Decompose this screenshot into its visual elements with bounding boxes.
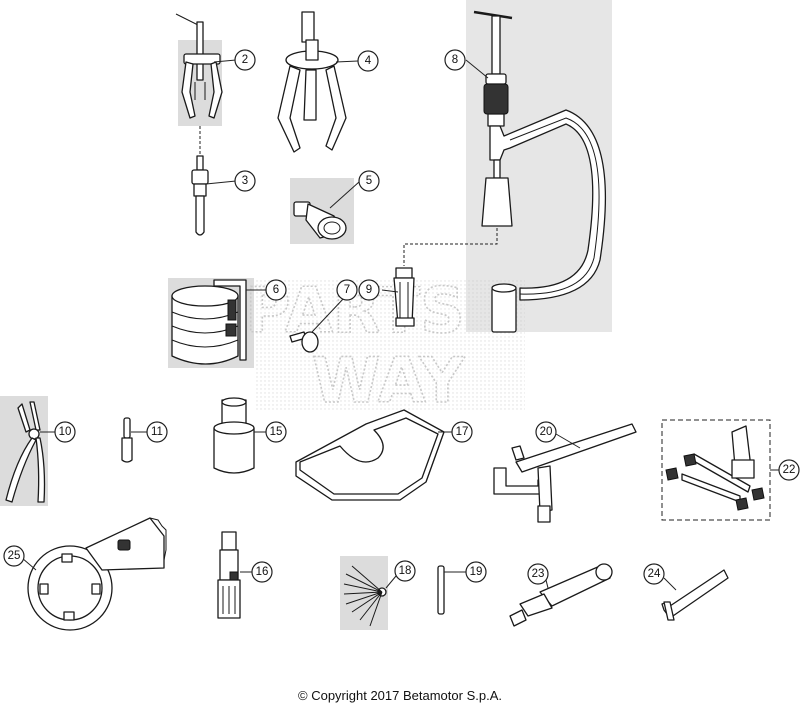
copyright-text: © Copyright 2017 Betamotor S.p.A. — [298, 688, 502, 703]
hex-driver-16 — [217, 531, 241, 619]
callout-8: 8 — [444, 49, 466, 71]
svg-text:4: 4 — [365, 55, 372, 67]
ring-nut-wrench-25 — [27, 517, 167, 631]
holding-tool-20 — [493, 423, 637, 523]
callout-7: 7 — [336, 279, 358, 301]
callout-23: 23 — [527, 563, 549, 585]
three-jaw-puller-4 — [277, 11, 347, 153]
callout-19: 19 — [465, 561, 487, 583]
svg-text:11: 11 — [151, 426, 163, 438]
svg-text:23: 23 — [532, 568, 545, 580]
handle-tool-23 — [509, 563, 613, 627]
callout-16: 16 — [251, 561, 273, 583]
svg-text:2: 2 — [242, 54, 248, 66]
callout-18: 18 — [394, 560, 416, 582]
svg-text:3: 3 — [242, 175, 248, 187]
callout-9: 9 — [358, 279, 380, 301]
svg-text:22: 22 — [783, 464, 796, 476]
callout-4: 4 — [357, 50, 379, 72]
callout-17: 17 — [451, 421, 473, 443]
callout-2: 2 — [234, 49, 256, 71]
svg-text:17: 17 — [456, 426, 469, 438]
svg-text:25: 25 — [8, 550, 21, 562]
callout-20: 20 — [535, 421, 557, 443]
cage-adapter-9 — [393, 267, 415, 327]
callout-25: 25 — [3, 545, 25, 567]
extractor-kit-22 — [661, 419, 771, 521]
svg-text:6: 6 — [273, 284, 279, 296]
svg-text:19: 19 — [470, 566, 483, 578]
pin-19 — [437, 565, 445, 615]
svg-text:16: 16 — [256, 566, 269, 578]
svg-text:24: 24 — [648, 568, 661, 580]
adapter-5 — [293, 201, 347, 240]
callout-24: 24 — [643, 563, 665, 585]
svg-text:20: 20 — [540, 426, 553, 438]
svg-text:9: 9 — [366, 284, 372, 296]
ring-compressor-6 — [171, 279, 247, 365]
c-clamp-8 — [403, 10, 607, 333]
svg-text:10: 10 — [59, 426, 72, 438]
svg-text:7: 7 — [344, 284, 350, 296]
hex-key-24 — [661, 569, 729, 621]
feeler-gauge-18 — [343, 565, 387, 627]
callout-3: 3 — [234, 170, 256, 192]
callout-22: 22 — [778, 459, 800, 481]
callout-10: 10 — [54, 421, 76, 443]
svg-text:8: 8 — [452, 54, 458, 66]
callout-6: 6 — [265, 279, 287, 301]
callout-5: 5 — [358, 170, 380, 192]
socket-15 — [213, 397, 255, 474]
watermark-dot-field — [255, 280, 525, 410]
support-plate-17 — [295, 409, 445, 501]
svg-text:15: 15 — [270, 426, 283, 438]
svg-text:5: 5 — [366, 175, 372, 187]
svg-text:18: 18 — [399, 565, 412, 577]
callout-11: 11 — [146, 421, 168, 443]
pin-7 — [289, 331, 319, 353]
drift-pin-11 — [121, 417, 133, 463]
circlip-pliers-10 — [5, 401, 46, 503]
puller-screw-3 — [191, 126, 209, 236]
callout-15: 15 — [265, 421, 287, 443]
puller-tool-2 — [175, 13, 223, 119]
